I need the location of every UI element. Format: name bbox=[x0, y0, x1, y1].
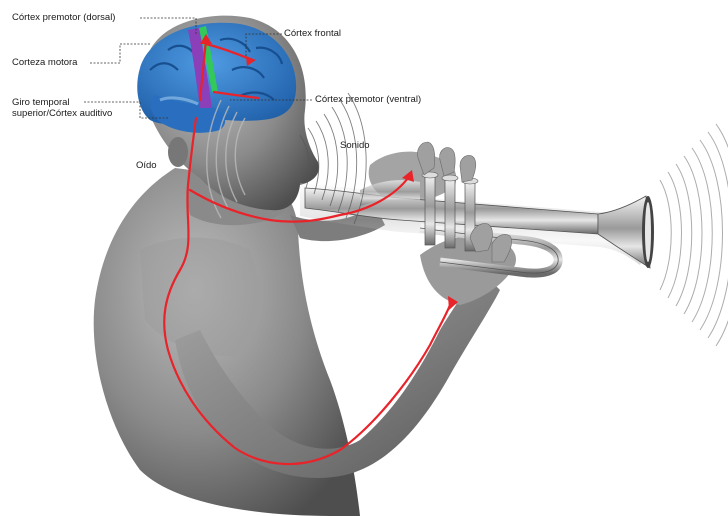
label-temporal-gyrus-line2: superior/Córtex auditivo bbox=[12, 108, 112, 119]
label-frontal-cortex: Córtex frontal bbox=[284, 28, 341, 39]
label-premotor-dorsal: Córtex premotor (dorsal) bbox=[12, 12, 115, 23]
label-premotor-ventral: Córtex premotor (ventral) bbox=[315, 94, 421, 105]
sound-waves-bell bbox=[660, 124, 728, 346]
label-motor-cortex: Corteza motora bbox=[12, 57, 77, 68]
label-temporal-gyrus-line1: Giro temporal bbox=[12, 97, 70, 108]
label-sound: Sonido bbox=[340, 140, 370, 151]
label-ear: Oído bbox=[136, 160, 157, 171]
